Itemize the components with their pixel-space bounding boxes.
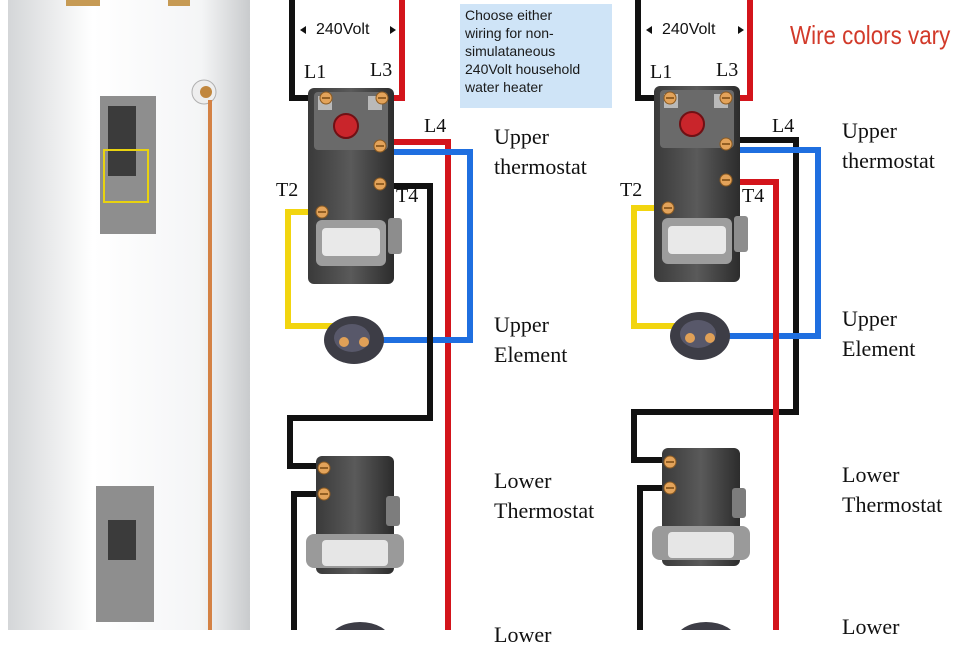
caption-line: thermostat: [494, 154, 587, 179]
caption-line: Upper: [494, 124, 549, 149]
water-heater-tank: [8, 0, 250, 630]
caption-line: Thermostat: [494, 498, 595, 523]
note-line: water heater: [465, 79, 543, 95]
note-line: simulataneous: [465, 43, 556, 59]
wiring-choice-note: Choose either wiring for non- simulatane…: [460, 4, 612, 108]
caption-lower-thermostat-right: Lower Thermostat: [842, 460, 942, 520]
caption-line: Upper: [842, 306, 897, 331]
wire-colors-note: Wire colors vary: [790, 20, 951, 50]
wiring-diagram: [8, 0, 821, 630]
caption-line: Element: [494, 342, 568, 367]
caption-lower-element-right: Lower: [842, 612, 899, 642]
terminal-t2-left: T2: [276, 179, 299, 201]
caption-upper-thermostat-right: Upper thermostat: [842, 116, 935, 176]
note-line: wiring for non-: [465, 25, 554, 41]
note-line: Choose either: [465, 7, 553, 23]
note-line: 240Volt household: [465, 61, 581, 77]
caption-upper-thermostat-left: Upper thermostat: [494, 122, 587, 182]
caption-line: Upper: [494, 312, 549, 337]
terminal-t4-left: T4: [396, 185, 419, 207]
caption-upper-element-right: Upper Element: [842, 304, 915, 364]
terminal-l4-left: L4: [424, 115, 447, 137]
caption-line: Element: [842, 336, 916, 361]
caption-line: Lower: [842, 462, 900, 487]
caption-line: thermostat: [842, 148, 935, 173]
caption-upper-element-left: Upper Element: [494, 310, 567, 370]
caption-line: Lower: [842, 614, 900, 639]
caption-lower-thermostat-left: Lower Thermostat: [494, 466, 594, 526]
voltage-label-right: 240Volt: [658, 21, 720, 39]
voltage-label-left: 240Volt: [312, 21, 374, 39]
terminal-l1-left: L1: [304, 61, 327, 83]
caption-line: Lower: [494, 622, 552, 647]
caption-line: Lower: [494, 468, 552, 493]
terminal-t2-right: T2: [620, 179, 643, 201]
caption-line: Thermostat: [842, 492, 943, 517]
caption-line: Upper: [842, 118, 897, 143]
terminal-l4-right: L4: [772, 115, 795, 137]
terminal-t4-right: T4: [742, 185, 765, 207]
caption-lower-element-left: Lower: [494, 620, 551, 650]
terminal-l3-left: L3: [370, 59, 393, 81]
terminal-l1-right: L1: [650, 61, 673, 83]
terminal-l3-right: L3: [716, 59, 739, 81]
